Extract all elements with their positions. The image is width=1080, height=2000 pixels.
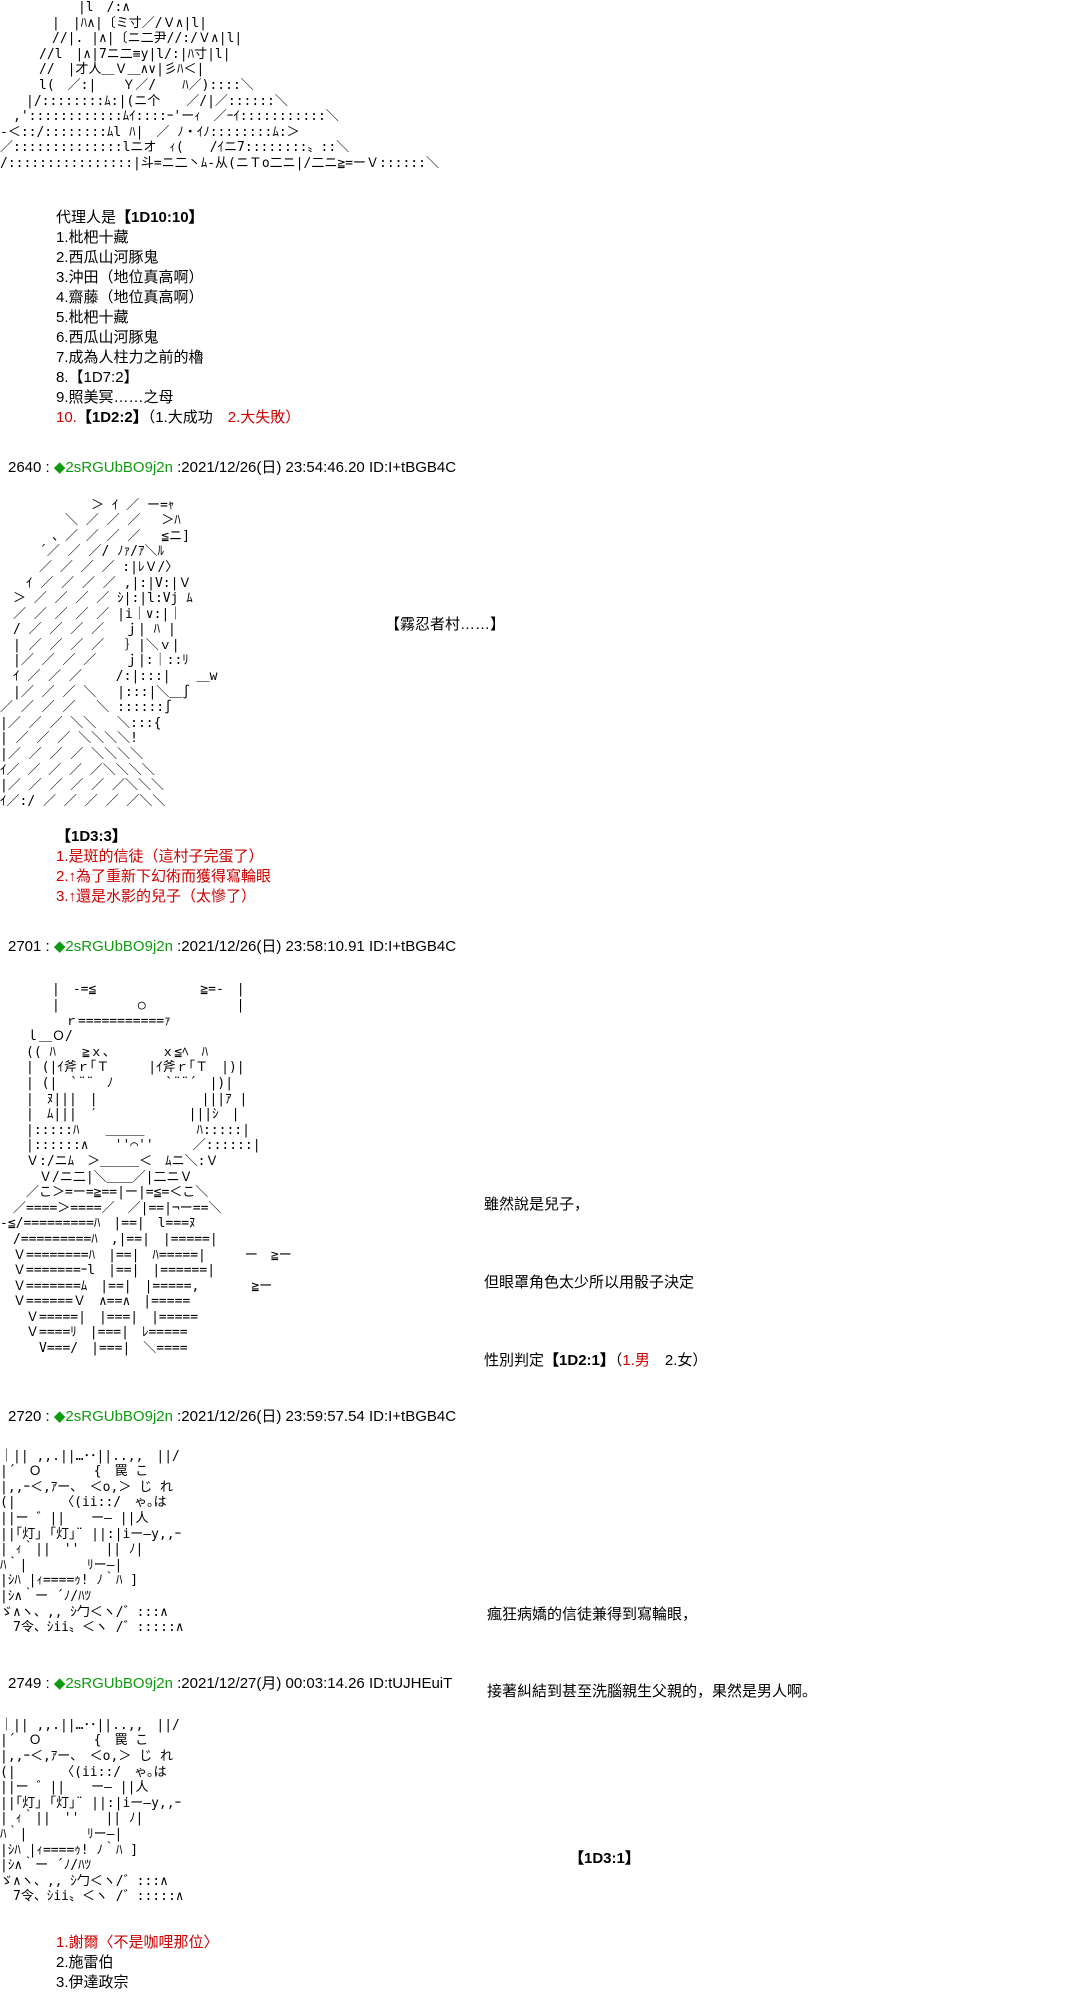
post-tripcode: ◆2sRGUbBO9j2n [53, 458, 173, 476]
dice-option-10-number: 10. [56, 408, 77, 426]
village-caption: 【霧忍者村……】 [385, 615, 506, 633]
post-2640-body: ＞ ｲ ／ ー=ｬ ＼ ／ ／ ／ ＞ﾊ 、／ ／ ／ ／ ≦ニ] ´／ ／ ／… [0, 498, 1080, 810]
ascii-art-yagura: ｜|| ,,.||…･･||..,, ||/ |´ Ｏ { 罠 こ |,,ｰ＜,… [0, 1717, 184, 1905]
comment-line-2: 接著糾結到甚至洗腦親生父親的，果然是男人啊。 [487, 1682, 818, 1700]
final-option-1: 1.謝爾〈不是咖哩那位〉 [56, 1933, 219, 1951]
dice-result-1d3: 【1D3:3】 [56, 828, 127, 846]
ascii-art-figure-top: |l /:∧ | |ﾊ∧|〔ミ寸／/Ｖ∧|l| //|. |∧|〔ニ二尹//:/… [0, 0, 439, 171]
dice-block-believer: 【1D3:3】 1.是斑的信徒（這村子完蛋了） 2.↑為了重新下幻術而獲得寫輪眼… [56, 827, 1080, 907]
ascii-art-mist-village: ＞ ｲ ／ ー=ｬ ＼ ／ ／ ／ ＞ﾊ 、／ ／ ／ ／ ≦ニ] ´／ ／ ／… [0, 497, 218, 809]
gender-paren: （ [614, 1352, 623, 1370]
believer-option-2: 2.↑為了重新下幻術而獲得寫輪眼 [56, 868, 272, 886]
dice-intro-label: 代理人是 [56, 208, 117, 226]
post-header-2720: 2720 : ◆2sRGUbBO9j2n :2021/12/26(日) 23:5… [8, 1407, 1080, 1427]
post-2701-comment: 雖然說是兒子， 但眼罩角色太少所以用骰子決定 性別判定【1D2:1】（1.男 2… [484, 1155, 707, 1411]
post-datetime-id: :2021/12/26(日) 23:54:46.20 ID:I+tBGB4C [172, 458, 457, 476]
post-tripcode: ◆2sRGUbBO9j2n [53, 938, 173, 956]
dice-block-final-options: 1.謝爾〈不是咖哩那位〉 2.施雷伯 3.伊達政宗 [56, 1933, 1080, 1993]
dice-option-10-success: （1.大成功 [147, 408, 228, 426]
post-datetime-id: :2021/12/26(日) 23:58:10.91 ID:I+tBGB4C [172, 938, 457, 956]
dice-option-8: 8.【1D7:2】 [56, 368, 139, 386]
gender-dice-line: 性別判定【1D2:1】（1.男 2.女） [484, 1351, 707, 1371]
dice-block-agent: 代理人是【1D10:10】 1.枇杷十藏 2.西瓜山河豚鬼 3.沖田（地位真高啊… [56, 208, 1080, 428]
post-2749-body: ｜|| ,,.||…･･||..,, ||/ |´ Ｏ { 罠 こ |,,ｰ＜,… [0, 1718, 1080, 1905]
gender-dice-label: 性別判定 [484, 1352, 545, 1370]
dice-result-gender: 【1D2:1】 [544, 1352, 615, 1370]
dice-option-10: 10.【1D2:2】（1.大成功 2.大失敗） [56, 408, 1080, 428]
post-tripcode: ◆2sRGUbBO9j2n [53, 1674, 173, 1692]
post-number: 2749 : [8, 1674, 54, 1692]
dice-result-final-1d3: 【1D3:1】 [569, 1849, 640, 1867]
post-number: 2701 : [8, 938, 54, 956]
post-number: 2640 : [8, 458, 54, 476]
dice-option-9: 9.照美冥……之母 [56, 388, 174, 406]
comment-line-1: 瘋狂病嬌的信徒兼得到寫輪眼， [487, 1605, 698, 1623]
final-option-3: 3.伊達政宗 [56, 1973, 129, 1991]
dice-option-10-failure: 2.大失敗） [227, 408, 301, 426]
dice-option-2: 2.西瓜山河豚鬼 [56, 248, 159, 266]
dice-intro-line: 代理人是【1D10:10】 [56, 208, 1080, 228]
post-header-2749: 2749 : ◆2sRGUbBO9j2n :2021/12/27(月) 00:0… [8, 1674, 1080, 1694]
post-2701-body: | -=≦ ≧=- | | ○ | ｒ===========ｧ ｌ＿Ｏ/ (( … [0, 982, 1080, 1369]
believer-option-1: 1.是斑的信徒（這村子完蛋了） [56, 848, 264, 866]
final-option-2: 2.施雷伯 [56, 1953, 114, 1971]
dice-option-4: 4.齋藤（地位真高啊） [56, 288, 204, 306]
dice-option-5: 5.枇杷十藏 [56, 308, 129, 326]
post-datetime-id: :2021/12/26(日) 23:59:57.54 ID:I+tBGB4C [172, 1407, 457, 1425]
dice-option-6: 6.西瓜山河豚鬼 [56, 328, 159, 346]
gender-option-female: 2.女） [649, 1352, 708, 1370]
post-header-2640: 2640 : ◆2sRGUbBO9j2n :2021/12/26(日) 23:5… [8, 458, 1080, 478]
ascii-art-face: | -=≦ ≧=- | | ○ | ｒ===========ｧ ｌ＿Ｏ/ (( … [0, 982, 292, 1357]
dice-result-1d10: 【1D10:10】 [116, 208, 204, 226]
dice-option-3: 3.沖田（地位真高啊） [56, 268, 204, 286]
dice-option-7: 7.成為人柱力之前的櫓 [56, 348, 204, 366]
post-2720-body: ｜|| ,,.||…･･||..,, ||/ |´ Ｏ { 罠 こ |,,ｰ＜,… [0, 1448, 1080, 1700]
post-tripcode: ◆2sRGUbBO9j2n [53, 1407, 173, 1425]
ascii-art-yagura: ｜|| ,,.||…･･||..,, ||/ |´ Ｏ { 罠 こ |,,ｰ＜,… [0, 1448, 184, 1636]
gender-option-male: 1.男 [622, 1352, 650, 1370]
dice-result-1d2: 【1D2:2】 [76, 408, 148, 426]
comment-line-2: 但眼罩角色太少所以用骰子決定 [484, 1274, 695, 1292]
comment-line-1: 雖然說是兒子， [484, 1196, 590, 1214]
believer-option-3: 3.↑還是水影的兒子（太慘了） [56, 888, 257, 906]
post-datetime-id: :2021/12/27(月) 00:03:14.26 ID:tUJHEuiT [172, 1674, 453, 1692]
post-header-2701: 2701 : ◆2sRGUbBO9j2n :2021/12/26(日) 23:5… [8, 937, 1080, 957]
dice-option-1: 1.枇杷十藏 [56, 228, 129, 246]
post-2720-comment: 瘋狂病嬌的信徒兼得到寫輪眼， 接著糾結到甚至洗腦親生父親的，果然是男人啊。 [487, 1565, 817, 1742]
post-number: 2720 : [8, 1407, 54, 1425]
